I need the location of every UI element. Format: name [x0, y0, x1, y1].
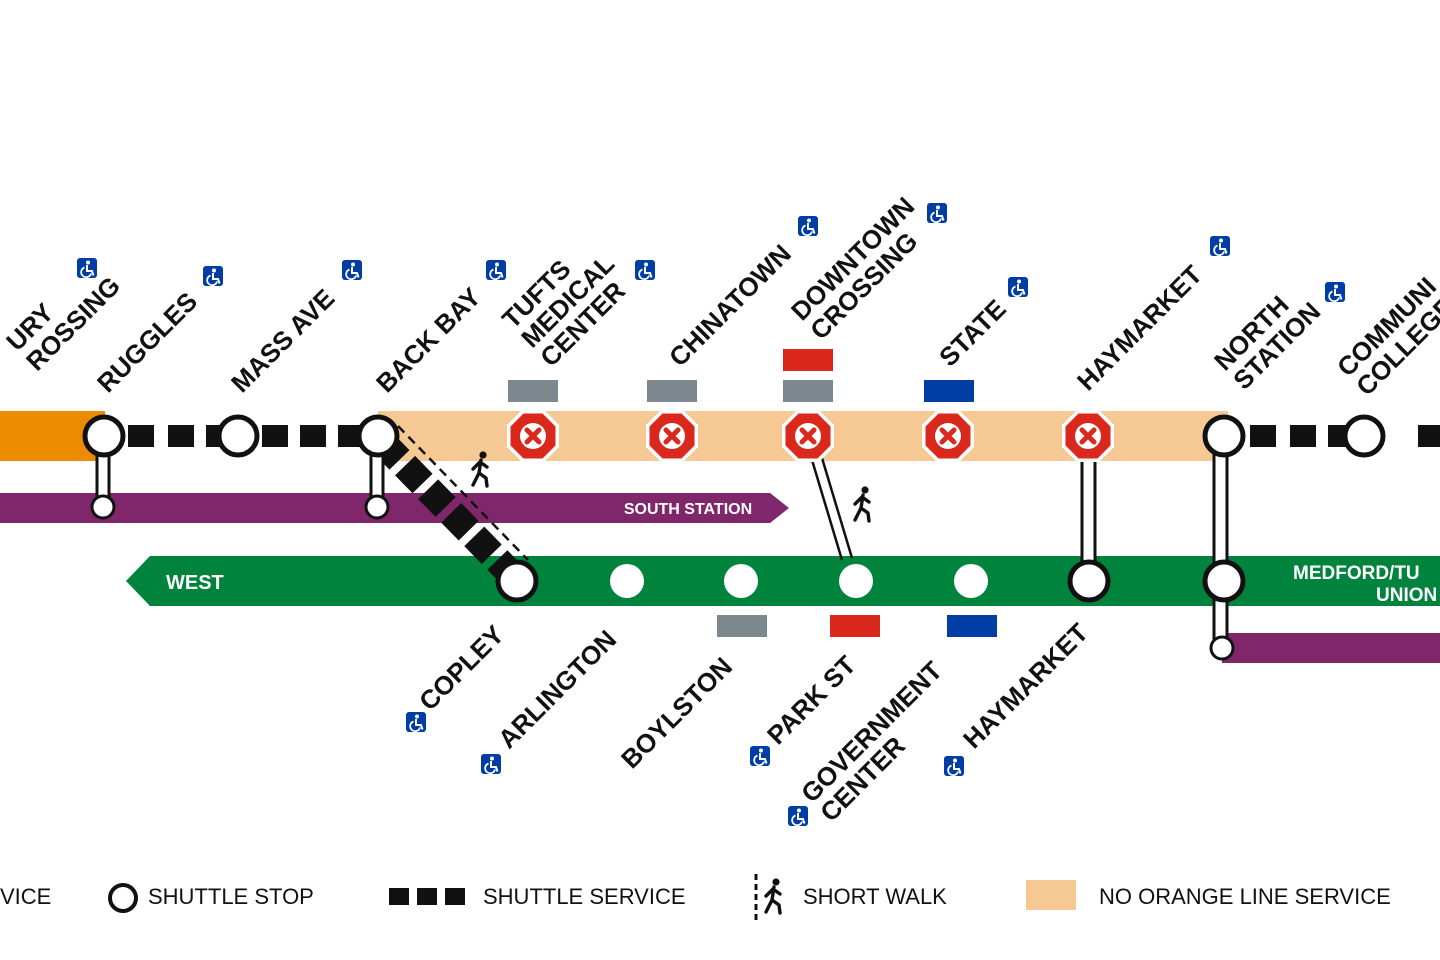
mass-ave-label: MASS AVE	[225, 283, 340, 398]
haymarket-orange-label: HAYMARKET	[1071, 259, 1208, 396]
green-line	[150, 556, 1440, 606]
green-line-west-arrow	[126, 556, 150, 606]
chinatown-silver-bar	[647, 380, 697, 402]
state-blue-bar	[924, 380, 974, 402]
svg-text:HAYMARKET: HAYMARKET	[957, 617, 1094, 754]
tufts-accessible-icon	[634, 259, 656, 281]
north-station-label: NORTHSTATION	[1208, 277, 1326, 396]
park-st-accessible-icon	[749, 745, 771, 767]
chinatown-label: CHINATOWN	[663, 238, 797, 372]
legend-no-orange-swatch	[1026, 880, 1076, 910]
downtown-crossing-accessible-icon	[926, 202, 948, 224]
tufts-silver-bar	[508, 380, 558, 402]
arlington-accessible-icon	[480, 753, 502, 775]
arlington-label: ARLINGTON	[492, 624, 622, 754]
svg-text:DOWNTOWNCROSSING: DOWNTOWNCROSSING	[785, 191, 939, 345]
park-st-red-bar	[830, 615, 880, 637]
south-station-arrow	[770, 493, 789, 523]
legend-shuttle-stop-icon	[108, 883, 138, 913]
svg-text:HAYMARKET: HAYMARKET	[1071, 259, 1208, 396]
north-station-accessible-icon	[1324, 281, 1346, 303]
mass-ave-accessible-icon	[341, 259, 363, 281]
state-label: STATE	[933, 293, 1012, 372]
legend-no-orange-text: NO ORANGE LINE SERVICE	[1099, 884, 1391, 909]
boylston-stop	[724, 564, 758, 598]
copley-accessible-icon	[405, 711, 427, 733]
chinatown-accessible-icon	[797, 215, 819, 237]
svg-text:CHINATOWN: CHINATOWN	[663, 238, 797, 372]
back-bay-copley-shuttle	[371, 425, 529, 585]
ruggles-purple-stop	[90, 494, 116, 520]
haymarket-orange-accessible-icon	[1209, 235, 1231, 257]
copley-shuttle-stop	[495, 559, 539, 603]
legend-shuttle-service-text: SHUTTLE SERVICE	[483, 884, 686, 909]
svg-text:STATE: STATE	[933, 293, 1012, 372]
transfer-connectors	[95, 436, 1229, 650]
haymarket-green-accessible-icon	[943, 755, 965, 777]
state-closed-icon	[922, 410, 974, 462]
copley-label: COPLEY	[413, 619, 510, 716]
legend-shuttle-stop-text: SHUTTLE STOP	[148, 884, 314, 909]
svg-text:ARLINGTON: ARLINGTON	[492, 624, 622, 754]
government-center-stop	[954, 564, 988, 598]
back-bay-shuttle-stop	[356, 414, 400, 458]
downtown-crossing-red-bar	[783, 349, 833, 371]
legend-service-text: VICE	[0, 884, 51, 909]
svg-text:TUFTSMEDICALCENTER: TUFTSMEDICALCENTER	[496, 229, 639, 372]
downtown-park-walk-icon	[853, 484, 871, 523]
haymarket-closed-icon	[1062, 410, 1114, 462]
svg-text:MASS AVE: MASS AVE	[225, 283, 340, 398]
back-bay-purple-stop	[364, 494, 390, 520]
mass-ave-shuttle-stop	[216, 414, 260, 458]
downtown-crossing-label: DOWNTOWNCROSSING	[785, 191, 939, 345]
svg-text:COPLEY: COPLEY	[413, 619, 510, 716]
park-st-stop	[839, 564, 873, 598]
haymarket-green-label: HAYMARKET	[957, 617, 1094, 754]
downtown-crossing-closed-icon	[782, 410, 834, 462]
boylston-silver-bar	[717, 615, 767, 637]
svg-text:URYROSSING: URYROSSING	[0, 251, 126, 377]
jackson-square-accessible-icon	[76, 257, 98, 279]
chinatown-closed-icon	[646, 410, 698, 462]
legend-short-walk-text: SHORT WALK	[803, 884, 947, 909]
haymarket-green-stop	[1067, 559, 1111, 603]
north-station-purple-stop	[1209, 635, 1235, 661]
community-college-shuttle-stop	[1342, 414, 1386, 458]
government-center-blue-bar	[947, 615, 997, 637]
svg-text:BACK BAY: BACK BAY	[370, 282, 487, 399]
tufts-closed-icon	[507, 410, 559, 462]
back-bay-accessible-icon	[485, 259, 507, 281]
arlington-stop	[610, 564, 644, 598]
ruggles-shuttle-stop	[82, 414, 126, 458]
svg-text:BOYLSTON: BOYLSTON	[615, 651, 738, 774]
downtown-crossing-silver-bar	[783, 380, 833, 402]
state-accessible-icon	[1007, 276, 1029, 298]
community-college-label: COMMUNICOLLEGE	[1331, 271, 1440, 401]
north-station-shuttle-stop	[1202, 414, 1246, 458]
jackson-square-label: URYROSSING	[0, 251, 126, 377]
tufts-label: TUFTSMEDICALCENTER	[496, 229, 639, 372]
south-station-label: SOUTH STATION	[624, 501, 752, 518]
svg-text:NORTHSTATION: NORTHSTATION	[1208, 277, 1326, 395]
union-label: UNION	[1376, 585, 1437, 606]
north-station-green-stop	[1202, 559, 1246, 603]
government-center-accessible-icon	[787, 805, 809, 827]
svg-text:COMMUNICOLLEGE: COMMUNICOLLEGE	[1331, 271, 1440, 401]
medford-label: MEDFORD/TU	[1293, 563, 1420, 584]
west-label: WEST	[166, 572, 224, 594]
ruggles-accessible-icon	[202, 265, 224, 287]
commuter-rail-line-north	[1222, 633, 1440, 663]
legend-short-walk-icon	[754, 874, 782, 920]
boylston-label: BOYLSTON	[615, 651, 738, 774]
legend-shuttle-service-icon	[389, 888, 465, 905]
back-bay-label: BACK BAY	[370, 282, 487, 399]
legend: VICE SHUTTLE STOP SHUTTLE SERVICE SHORT …	[0, 874, 1391, 920]
